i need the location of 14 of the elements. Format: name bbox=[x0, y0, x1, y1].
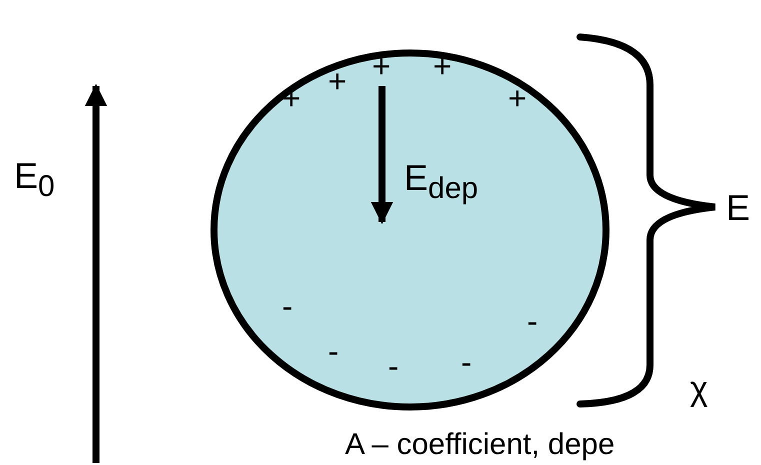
field-label: E bbox=[726, 190, 750, 226]
charge-sign: + bbox=[508, 82, 527, 114]
charge-sign: - bbox=[461, 346, 472, 378]
charge-sign: - bbox=[328, 335, 339, 367]
charge-sign: - bbox=[282, 290, 293, 322]
note-text: A – coefficient, depe bbox=[345, 430, 615, 460]
charge-sign: + bbox=[433, 50, 452, 82]
charge-sign: - bbox=[527, 305, 538, 337]
charge-sign: + bbox=[328, 65, 347, 97]
charge-sign: + bbox=[372, 50, 391, 82]
field-label: E$_{dep}$ bbox=[404, 160, 478, 204]
charge-sign: - bbox=[388, 350, 399, 382]
symbol-label: χ bbox=[690, 372, 708, 406]
field-label: E$_{0}$ bbox=[14, 158, 55, 202]
